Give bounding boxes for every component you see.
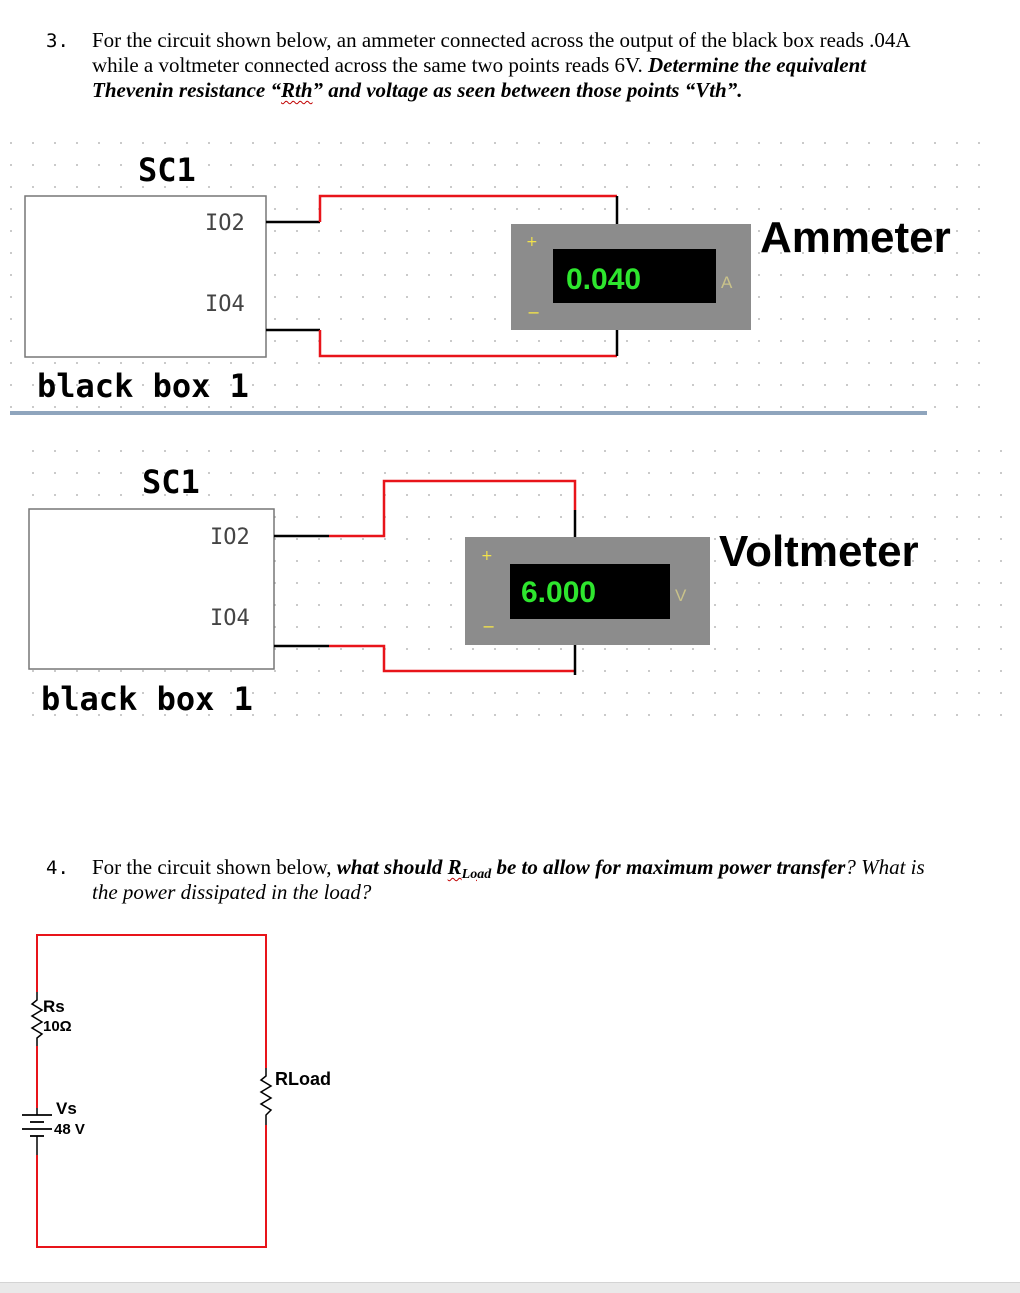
pin-io2-label: IO2 (210, 525, 250, 550)
ammeter-display (553, 249, 716, 303)
black-box (28, 508, 275, 670)
box-caption: black box 1 (41, 680, 253, 718)
wire-top (318, 194, 617, 222)
question-3-line-3: Thevenin resistance “Rth” and voltage as… (92, 78, 743, 102)
plus-sign: + (481, 548, 493, 564)
vs-name: Vs (56, 1099, 77, 1118)
question-3-line-2: while a voltmeter connected across the s… (92, 53, 867, 77)
rload-term: RLoad (447, 855, 492, 882)
voltmeter-unit: V (675, 586, 687, 605)
voltmeter-reading: 6.000 (521, 576, 596, 609)
rload-name: RLoad (275, 1069, 331, 1089)
ammeter-unit: A (721, 273, 733, 292)
rth-term: Rth (281, 78, 313, 102)
question-4-line-1: For the circuit shown below, what should… (92, 855, 925, 882)
question-number: 3. (46, 30, 69, 52)
ammeter-label: Ammeter (760, 213, 951, 262)
pin-io2-label: IO2 (205, 211, 245, 236)
wire-top (36, 934, 267, 1068)
page-bottom-bar (0, 1282, 1020, 1293)
wire-top (329, 479, 577, 538)
vs-value: 48 V (54, 1121, 85, 1138)
minus-sign: − (482, 617, 495, 636)
rs-value: 10Ω (43, 1018, 72, 1035)
divider-line (10, 411, 927, 415)
voltmeter-schematic: SC1 IO2 IO4 + − 6.000 V Voltmeter black … (14, 446, 1004, 736)
question-4: 4. For the circuit shown below, what sho… (0, 855, 1020, 910)
question-3-line-1: For the circuit shown below, an ammeter … (92, 28, 911, 52)
box-title: SC1 (142, 463, 200, 501)
voltmeter-display (510, 564, 670, 619)
minus-sign: − (527, 303, 540, 322)
pin-io4-label: IO4 (205, 292, 245, 317)
resistor-rs (30, 992, 44, 1046)
wire-bottom (329, 644, 575, 673)
resistor-rload (259, 1068, 273, 1125)
ammeter-schematic: SC1 IO2 IO4 + − 0.040 A Ammeter black bo… (10, 128, 1000, 415)
pin-io4-label: IO4 (210, 606, 250, 631)
rs-name: Rs (43, 997, 65, 1016)
black-box (24, 195, 267, 358)
wire-bottom (36, 1125, 267, 1248)
box-caption: black box 1 (37, 367, 249, 405)
question-number: 4. (46, 857, 69, 879)
plus-sign: + (526, 234, 538, 250)
voltmeter-label: Voltmeter (719, 527, 919, 576)
box-title: SC1 (138, 151, 196, 189)
ammeter-reading: 0.040 (566, 263, 641, 296)
question-4-line-2: the power dissipated in the load? (92, 880, 372, 904)
wire-bottom (318, 330, 617, 358)
question-3: 3. For the circuit shown below, an ammet… (0, 28, 1020, 108)
